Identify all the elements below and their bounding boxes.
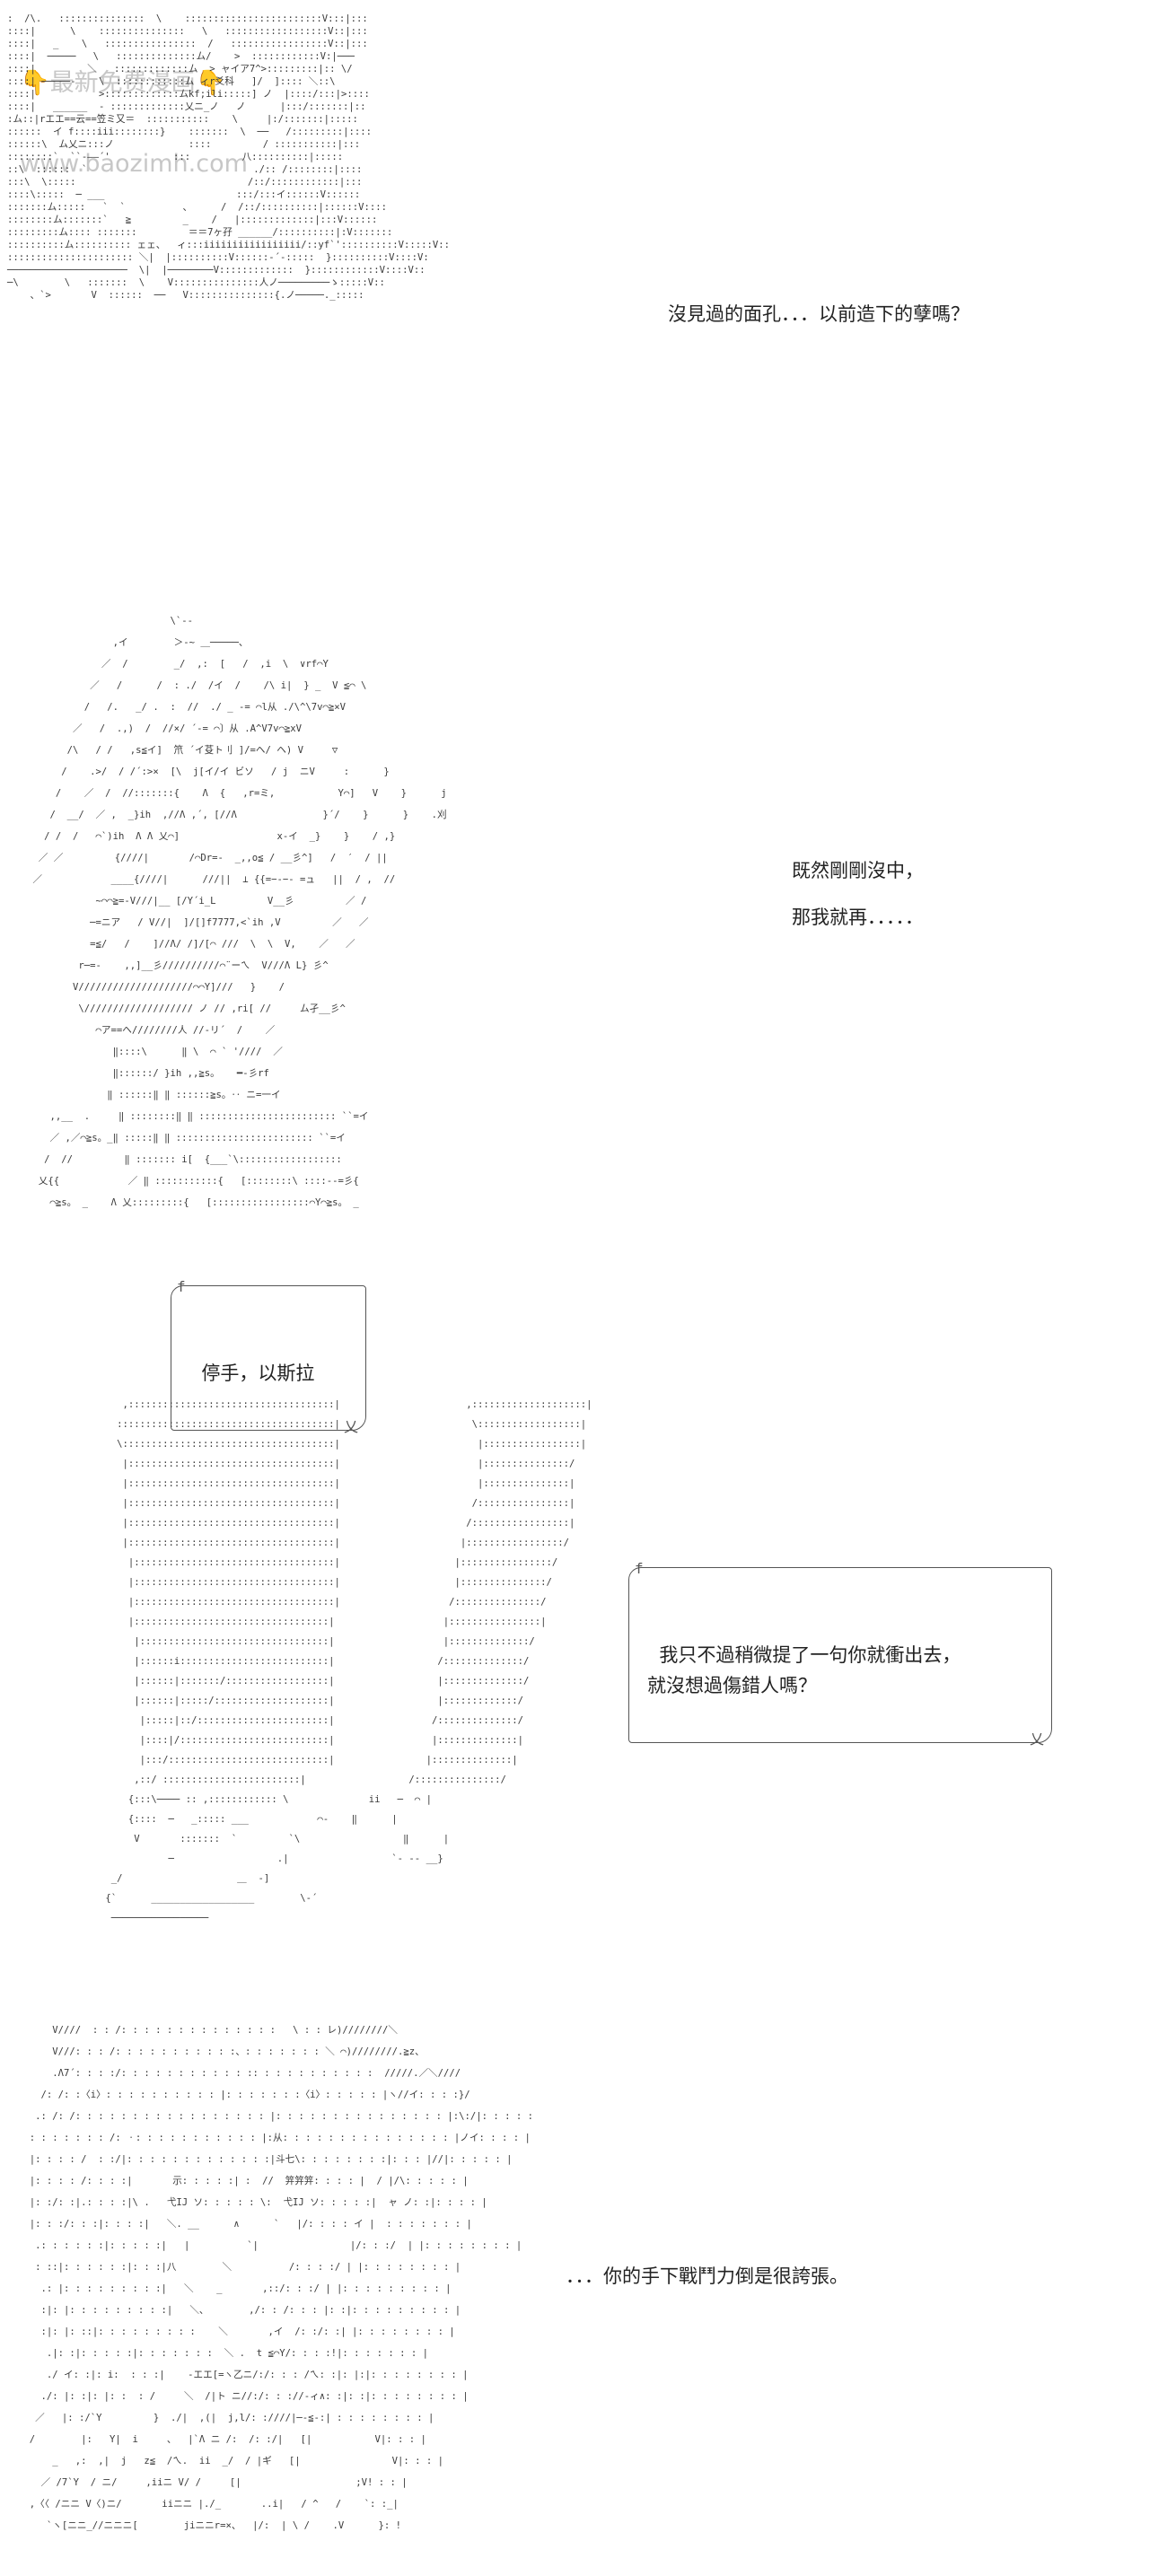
ascii-art-panel-4: ,::::::::::::::::::::::::::::::::::::| ,… xyxy=(105,1399,592,1923)
pointing-down-icon: 👇 xyxy=(195,69,226,97)
manga-panel-2: \`‐- ,イ ＞‐~ ＿─────、 ／ / _/ ,: [ / ,i \ ∨… xyxy=(0,592,1167,1239)
dialogue-panel-1: 沒見過的面孔．．．以前造下的孽嗎？ xyxy=(668,303,970,325)
watermark-title-row: 👇最新免费漫画👇 xyxy=(20,70,248,97)
dialogue-panel-2: 既然剛剛沒中， 那我就再．．．．． xyxy=(792,860,924,928)
bubble-tick-f: f xyxy=(177,1278,186,1295)
watermark-title: 最新免费漫画 xyxy=(49,69,196,97)
bubble-tick-f: f xyxy=(635,1560,644,1577)
pointing-down-icon: 👇 xyxy=(20,69,50,97)
bubble-tick-y: 乂 xyxy=(1029,1730,1044,1748)
manga-panel-5: V//// : : /: : : : : : : : : : : : : : \… xyxy=(0,1993,1167,2576)
speech-bubble-question: f 我只不過稍微提了一句你就衝出去， 就沒想過傷錯人嗎？ 乂 xyxy=(628,1560,1052,1748)
ascii-art-panel-5: V//// : : /: : : : : : : : : : : : : : \… xyxy=(29,2025,534,2531)
watermark: 👇最新免费漫画👇 www.baozimh.com xyxy=(20,16,248,205)
speech-bubble-stop: f 停手，以斯拉 乂 xyxy=(171,1278,366,1435)
manga-panel-1: : /\. ::::::::::::::: \ ::::::::::::::::… xyxy=(0,0,1167,592)
dialogue-panel-5: ．．．你的手下戰鬥力倒是很誇張。 xyxy=(566,2265,848,2287)
manga-panel-4: ,::::::::::::::::::::::::::::::::::::| ,… xyxy=(0,1382,1167,1993)
bubble-tick-y: 乂 xyxy=(343,1418,358,1435)
ascii-art-panel-1: : /\. ::::::::::::::: \ ::::::::::::::::… xyxy=(7,13,451,301)
watermark-url: www.baozimh.com xyxy=(20,150,248,178)
ascii-art-panel-2: \`‐- ,イ ＞‐~ ＿─────、 ／ / _/ ,: [ / ,i \ ∨… xyxy=(32,616,447,1208)
speech-bubble-text: 停手，以斯拉 xyxy=(201,1362,315,1384)
speech-bubble-text: 我只不過稍微提了一句你就衝出去， 就沒想過傷錯人嗎？ xyxy=(647,1644,961,1696)
